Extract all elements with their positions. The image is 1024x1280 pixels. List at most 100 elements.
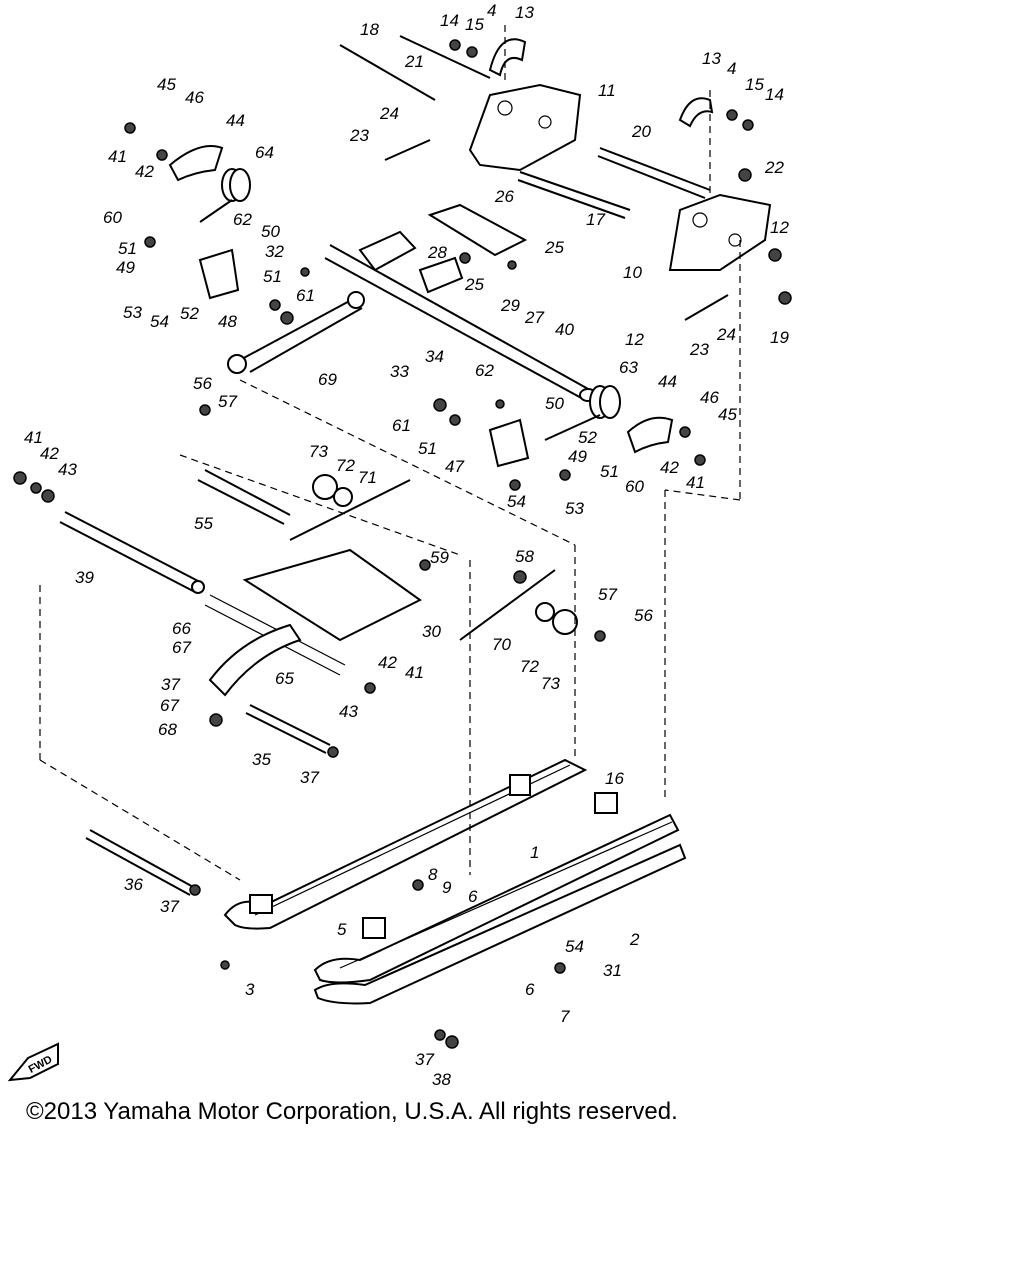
part-number-label: 18: [360, 20, 379, 39]
part-number-label: 16: [605, 769, 624, 788]
part-number-label: 28: [427, 243, 447, 262]
arm-65: [208, 623, 302, 697]
part-number-label: 51: [600, 462, 619, 481]
part-number-label: 21: [404, 52, 424, 71]
part-number-label: 44: [658, 372, 677, 391]
part-number-label: 61: [296, 286, 315, 305]
part-number-label: 41: [405, 663, 424, 682]
wheel-73-right: [535, 602, 578, 635]
part-number-label: 10: [623, 263, 642, 282]
part-number-label: 56: [634, 606, 653, 625]
part-number-label: 64: [255, 143, 274, 162]
part-number-label: 51: [418, 439, 437, 458]
hardware-items: [13, 39, 754, 1049]
part-number-label: 25: [464, 275, 484, 294]
part-labels: 1234456678910111212131314141515161718192…: [24, 1, 789, 1089]
slide-rail-left: [223, 758, 588, 930]
part-number-label: 67: [160, 696, 179, 715]
part-number-label: 9: [442, 878, 452, 897]
part-number-label: 54: [150, 312, 169, 331]
part-number-label: 50: [261, 222, 280, 241]
part-number-label: 60: [103, 208, 122, 227]
shock-absorber-69: [227, 291, 365, 374]
part-number-label: 22: [764, 158, 784, 177]
part-number-label: 24: [379, 104, 399, 123]
part-number-label: 73: [309, 442, 328, 461]
spring-64: [199, 168, 251, 223]
part-number-label: 12: [625, 330, 644, 349]
part-number-label: 17: [586, 210, 605, 229]
pivot-block-48: [198, 248, 240, 300]
part-number-label: 48: [218, 312, 237, 331]
part-number-label: 57: [598, 585, 617, 604]
part-number-label: 37: [300, 768, 319, 787]
part-number-label: 65: [275, 669, 294, 688]
part-number-label: 25: [544, 238, 564, 257]
part-number-label: 15: [745, 75, 764, 94]
guide-line: [179, 454, 461, 556]
part-number-label: 42: [40, 444, 59, 463]
shaft-36: [85, 829, 196, 896]
part-number-label: 27: [524, 308, 544, 327]
part-number-label: 49: [568, 447, 587, 466]
part-number-label: 52: [578, 428, 597, 447]
part-number-label: 23: [349, 126, 369, 145]
part-number-label: 58: [515, 547, 534, 566]
part-number-label: 37: [415, 1050, 434, 1069]
bolt-23-top: [384, 139, 431, 161]
part-number-label: 36: [124, 875, 143, 894]
part-number-label: 31: [603, 961, 622, 980]
part-number-label: 73: [541, 674, 560, 693]
part-number-label: 41: [686, 473, 705, 492]
part-number-label: 51: [263, 267, 282, 286]
part-number-label: 23: [689, 340, 709, 359]
axle-70: [289, 479, 556, 641]
bracket-center: [358, 230, 464, 294]
pivot-block-47: [488, 418, 530, 468]
part-number-label: 39: [75, 568, 94, 587]
handle-left: [488, 38, 527, 77]
part-number-label: 53: [565, 499, 584, 518]
part-number-label: 51: [118, 239, 137, 258]
wheel-73-left: [312, 474, 353, 507]
part-number-label: 59: [430, 548, 449, 567]
forward-direction-icon: FWD: [7, 1042, 59, 1082]
part-number-label: 43: [339, 702, 358, 721]
part-number-label: 70: [492, 635, 511, 654]
part-number-label: 44: [226, 111, 245, 130]
part-number-label: 3: [245, 980, 255, 999]
part-number-label: 38: [432, 1070, 451, 1089]
part-number-label: 11: [598, 81, 616, 100]
part-number-label: 40: [555, 320, 574, 339]
part-number-label: 46: [185, 88, 204, 107]
part-number-label: 20: [631, 122, 651, 141]
part-number-label: 53: [123, 303, 142, 322]
bolt-21: [399, 35, 491, 79]
shaft-39: [59, 511, 205, 594]
nut-22: [738, 168, 752, 182]
part-number-label: 46: [700, 388, 719, 407]
part-number-label: 45: [718, 405, 737, 424]
shaft-35: [245, 704, 331, 754]
part-number-label: 41: [108, 147, 127, 166]
part-number-label: 42: [378, 653, 397, 672]
part-number-label: 41: [24, 428, 43, 447]
part-number-label: 42: [660, 458, 679, 477]
frame-30: [204, 548, 422, 676]
spring-63: [544, 385, 621, 441]
shaft-55: [197, 469, 291, 525]
bracket-left: [468, 83, 582, 172]
part-number-label: 67: [172, 638, 191, 657]
nut-12: [768, 248, 782, 262]
part-number-label: 30: [422, 622, 441, 641]
part-number-label: 61: [392, 416, 411, 435]
part-number-label: 66: [172, 619, 191, 638]
guide-line: [39, 759, 241, 881]
part-number-label: 69: [318, 370, 337, 389]
part-number-label: 24: [716, 325, 736, 344]
part-number-label: 62: [475, 361, 494, 380]
part-number-label: 72: [520, 657, 539, 676]
part-number-label: 56: [193, 374, 212, 393]
part-number-label: 6: [525, 980, 535, 999]
part-number-label: 13: [702, 49, 721, 68]
